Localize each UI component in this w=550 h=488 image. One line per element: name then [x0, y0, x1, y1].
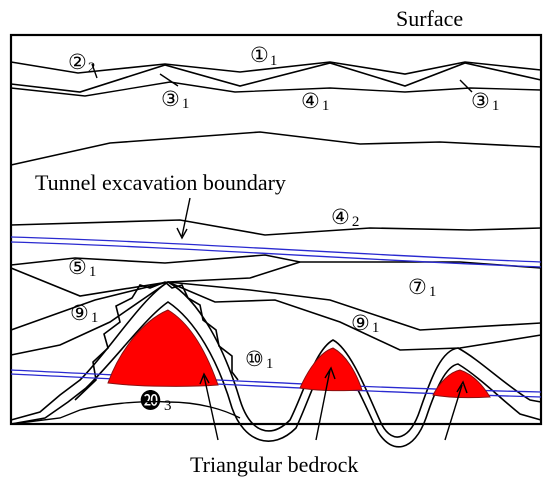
section-frame — [9, 33, 543, 426]
bedrock-envelope-left — [74, 281, 239, 401]
stratum-boundary-9 — [10, 281, 169, 331]
bedrock-arrow-1-shaft — [203, 375, 219, 441]
leader-2-2 — [91, 63, 98, 79]
stratum-boundary-11 — [10, 281, 169, 356]
bedrock-arrow-2-shaft — [315, 369, 331, 441]
tunnel-arrow-shaft — [181, 197, 191, 237]
surface-label: Surface — [396, 6, 463, 31]
leader-3-1b — [459, 79, 473, 93]
stratum-boundary-3 — [10, 81, 542, 97]
stratum-boundary-7 — [10, 267, 542, 331]
stratum-boundary-4 — [10, 131, 542, 166]
stratum-boundary-8 — [167, 261, 301, 283]
stratum-boundary-5 — [10, 219, 542, 236]
tunnel-arrow-head — [176, 227, 188, 240]
stratum-boundary-10 — [167, 281, 542, 351]
bedrock-arrow-3-shaft — [444, 384, 463, 441]
triangular-bedrock-1 — [107, 309, 219, 387]
bedrock-arrow-2-head — [324, 366, 336, 380]
triangular-bedrock-label: Triangular bedrock — [190, 452, 358, 477]
layer-label-2-2: ②2 — [68, 50, 95, 76]
layer-label-1-1: ①1 — [250, 43, 277, 69]
stratum-boundary-1 — [10, 61, 542, 75]
tunnel-boundary-label: Tunnel excavation boundary — [35, 170, 286, 195]
stratum-boundary-2 — [10, 62, 542, 93]
tunnel-upper-line-2 — [10, 241, 542, 268]
bedrock-arrow-1-head — [199, 372, 210, 385]
leader-3-1a — [159, 73, 179, 87]
tunnel-upper-line-1 — [10, 236, 542, 263]
bedrock-surface-lower — [10, 400, 241, 425]
bedrock-surface-outer — [10, 281, 542, 438]
stratum-boundary-6 — [10, 254, 542, 269]
bedrock-arrow-3-head — [456, 380, 468, 394]
